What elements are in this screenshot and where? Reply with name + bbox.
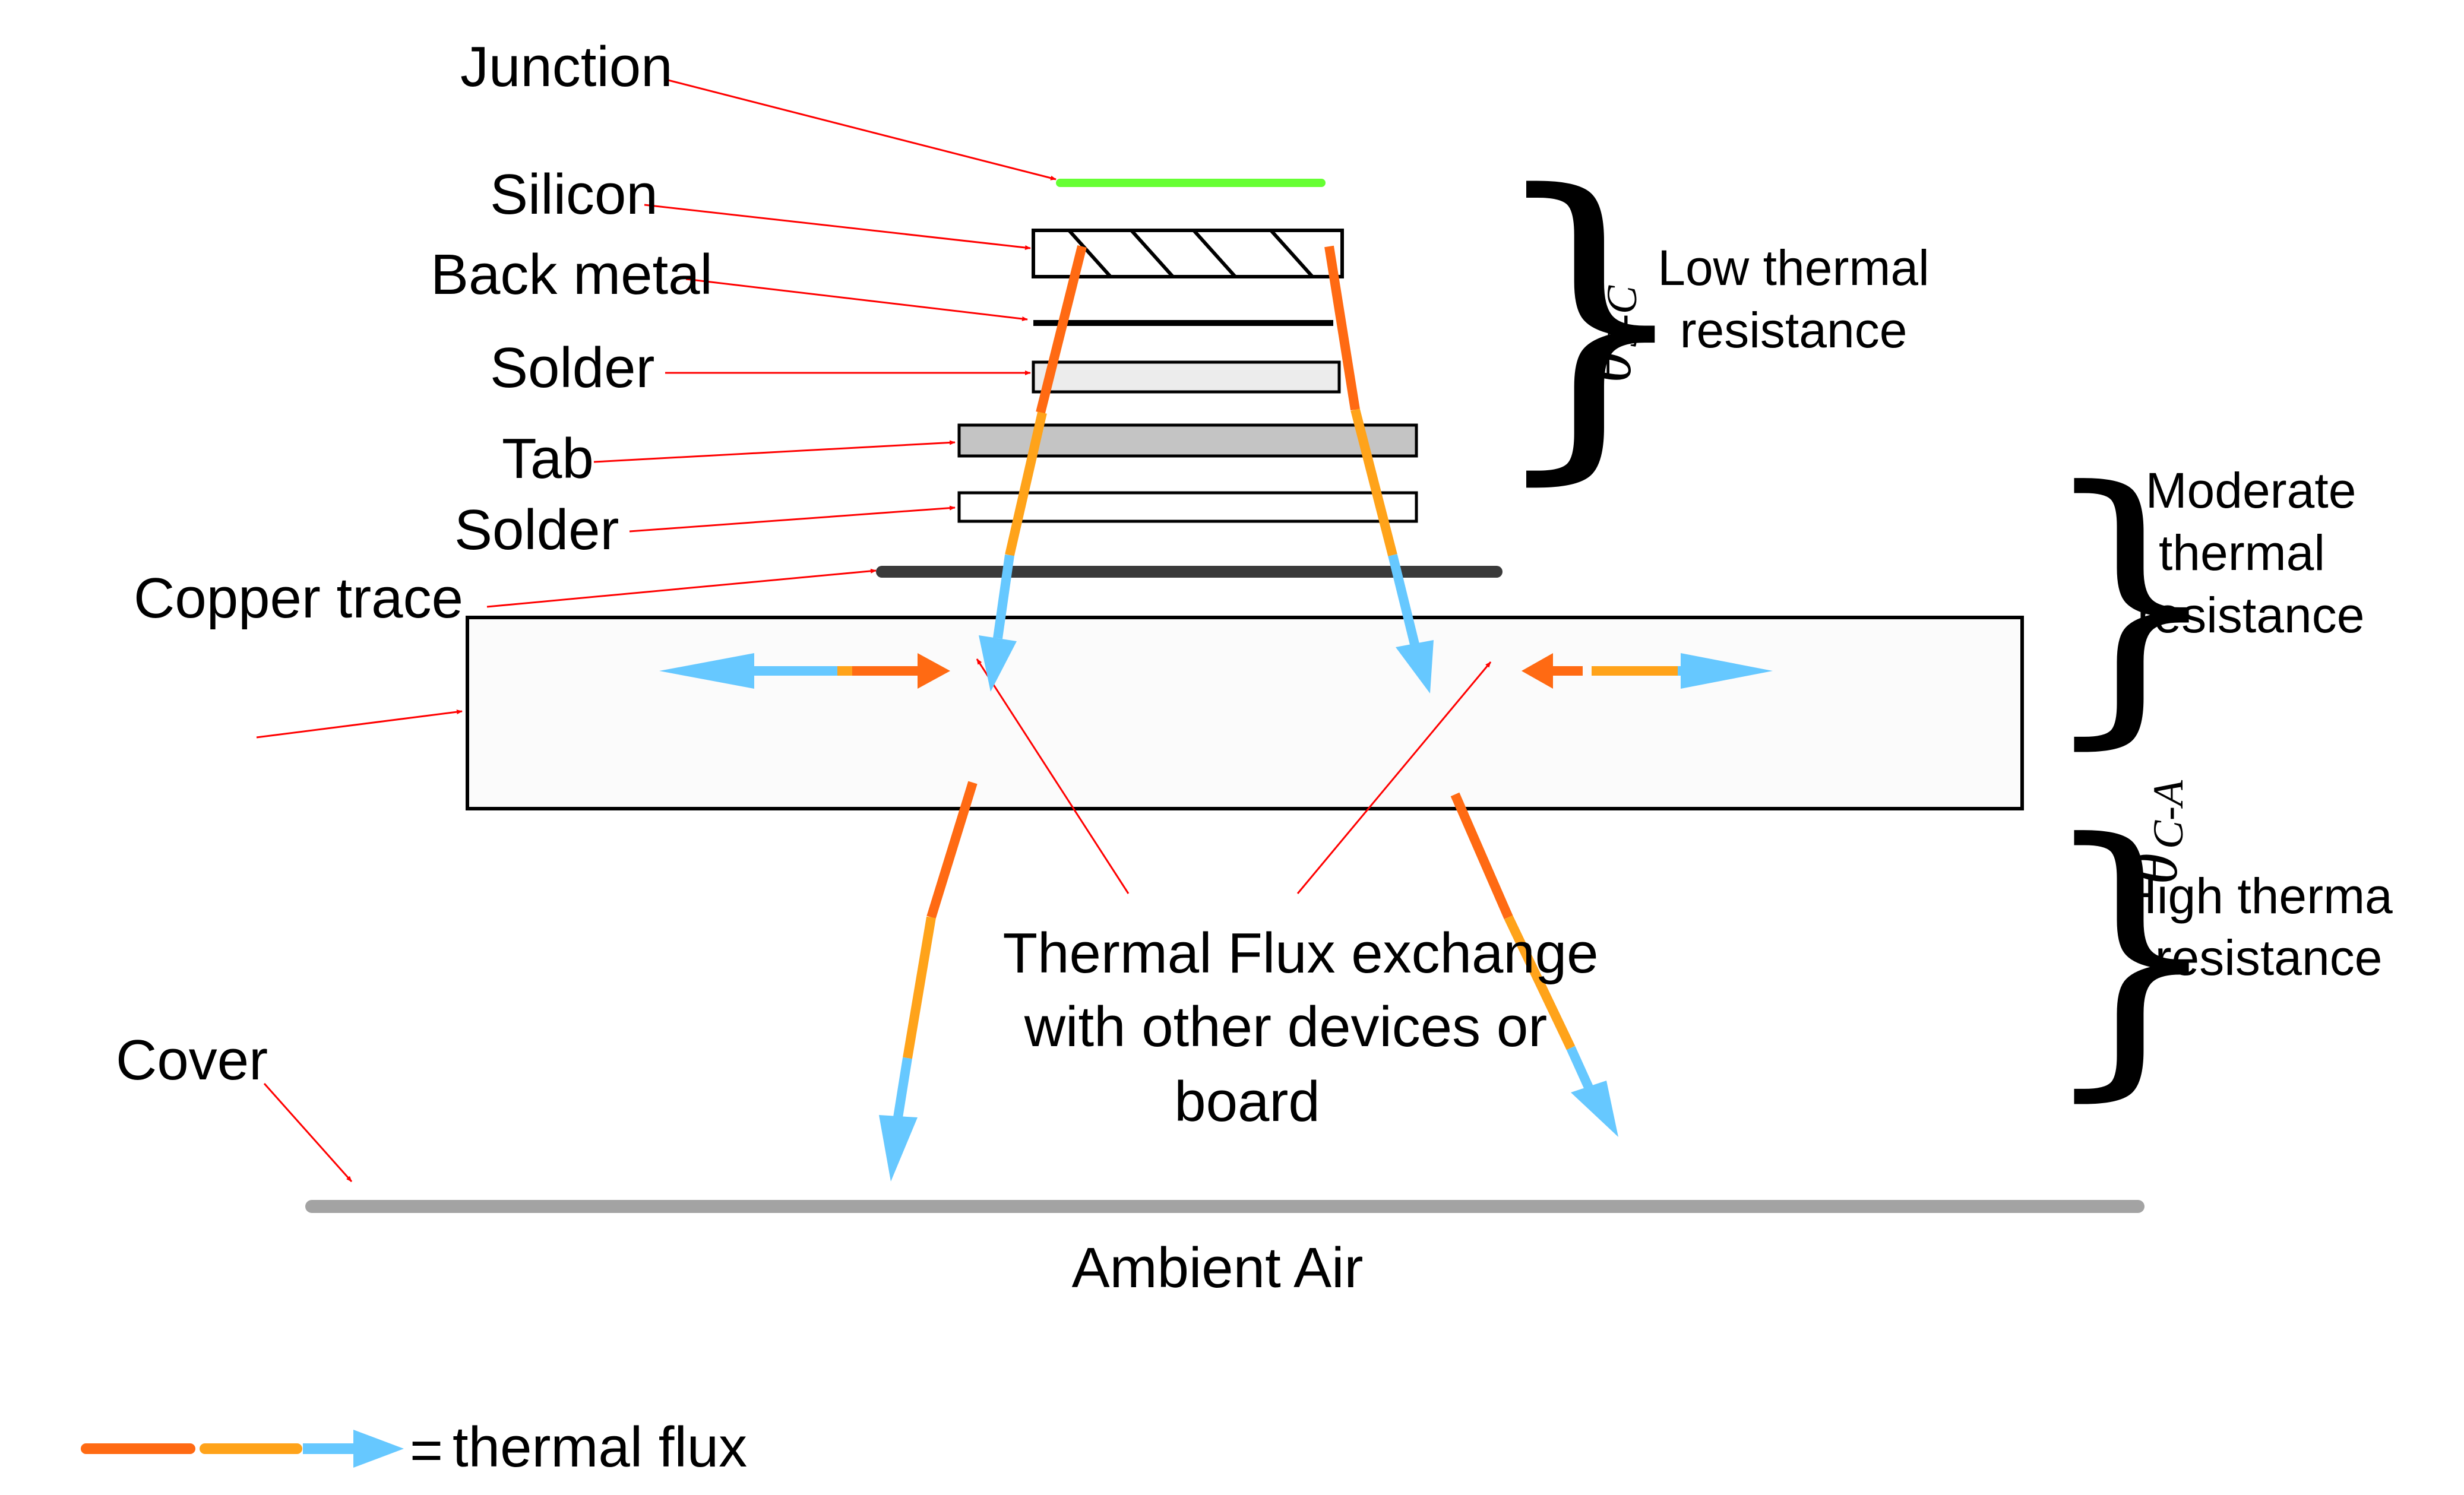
high-resistance-line-2: resistance — [2155, 930, 2383, 986]
low-resistance-line-1: Low thermal — [1658, 240, 1930, 296]
pointer-flux-left — [976, 658, 1130, 894]
silicon-layer — [1032, 229, 1344, 278]
moderate-resistance-line-1: Moderate — [2146, 463, 2357, 518]
tab-layer — [957, 423, 1418, 458]
board-layer — [466, 616, 2024, 810]
svg-text:J-C: J-C — [1598, 285, 1646, 347]
resistance-annotations: } θ J-C Low thermal resistance } } θ C-A… — [1485, 125, 2393, 1126]
flux-exchange-text: Thermal Flux exchange with other devices… — [1002, 921, 1598, 1133]
pointer-board — [256, 710, 463, 739]
theta-jc-symbol: θ J-C — [1574, 285, 1646, 383]
legend-equals: = — [410, 1418, 443, 1482]
legend-flux-arrow-icon — [81, 1430, 404, 1468]
solder-upper-layer — [1032, 360, 1341, 394]
pointer-solder-lower — [629, 505, 956, 533]
pointer-tab — [593, 440, 956, 463]
label-cover: Cover — [116, 1028, 268, 1092]
legend-text: thermal flux — [453, 1415, 747, 1479]
label-junction: Junction — [460, 35, 673, 99]
flux-exchange-line-2: with other devices or — [1024, 995, 1547, 1059]
low-resistance-line-2: resistance — [1680, 302, 1908, 358]
flux-arrow-left-lower — [879, 781, 978, 1182]
flux-arrow-left-horizontal — [659, 653, 950, 689]
pointer-back-metal — [685, 278, 1028, 321]
pointer-arrows — [256, 79, 1492, 1182]
flux-arrow-right-down — [1324, 245, 1434, 693]
flux-arrow-right-lower — [1450, 792, 1618, 1137]
thermal-flux-arrows — [659, 245, 1773, 1182]
moderate-resistance-line-2: thermal — [2159, 525, 2325, 581]
pointer-junction — [668, 79, 1057, 180]
pointer-silicon — [644, 204, 1031, 250]
flux-exchange-line-1: Thermal Flux exchange — [1002, 921, 1598, 985]
solder-lower-layer — [957, 491, 1418, 523]
label-solder-upper: Solder — [490, 336, 655, 400]
label-back-metal: Back metal — [431, 243, 713, 306]
brace-ca-lower-icon: } — [2037, 780, 2226, 1126]
brace-ca-upper-icon: } — [2037, 428, 2226, 774]
label-copper-trace: Copper trace — [134, 566, 463, 630]
flux-exchange-line-3: board — [1174, 1070, 1320, 1133]
label-solder-lower: Solder — [454, 498, 619, 562]
layer-stack — [305, 179, 2144, 1213]
svg-text:θ: θ — [1574, 351, 1644, 383]
svg-text:C-A: C-A — [2144, 780, 2192, 849]
label-tab: Tab — [502, 427, 594, 490]
svg-text:θ: θ — [2120, 853, 2191, 885]
brace-jc-icon: } — [1485, 125, 1696, 512]
theta-ca-symbol: θ C-A — [2120, 780, 2192, 885]
pointer-cover — [263, 1083, 353, 1182]
moderate-resistance-line-3: resistance — [2137, 587, 2365, 643]
layer-labels: Junction Silicon Back metal Solder Tab S… — [116, 35, 713, 1092]
label-ambient-air: Ambient Air — [1072, 1236, 1364, 1300]
pointer-flux-right — [1296, 661, 1492, 894]
legend: = thermal flux — [81, 1415, 747, 1482]
flux-arrow-right-horizontal — [1522, 653, 1773, 689]
label-silicon: Silicon — [490, 163, 658, 226]
high-resistance-line-1: High therma — [2121, 868, 2393, 924]
pointer-copper-trace — [486, 568, 877, 608]
flux-arrow-left-down — [979, 245, 1087, 692]
